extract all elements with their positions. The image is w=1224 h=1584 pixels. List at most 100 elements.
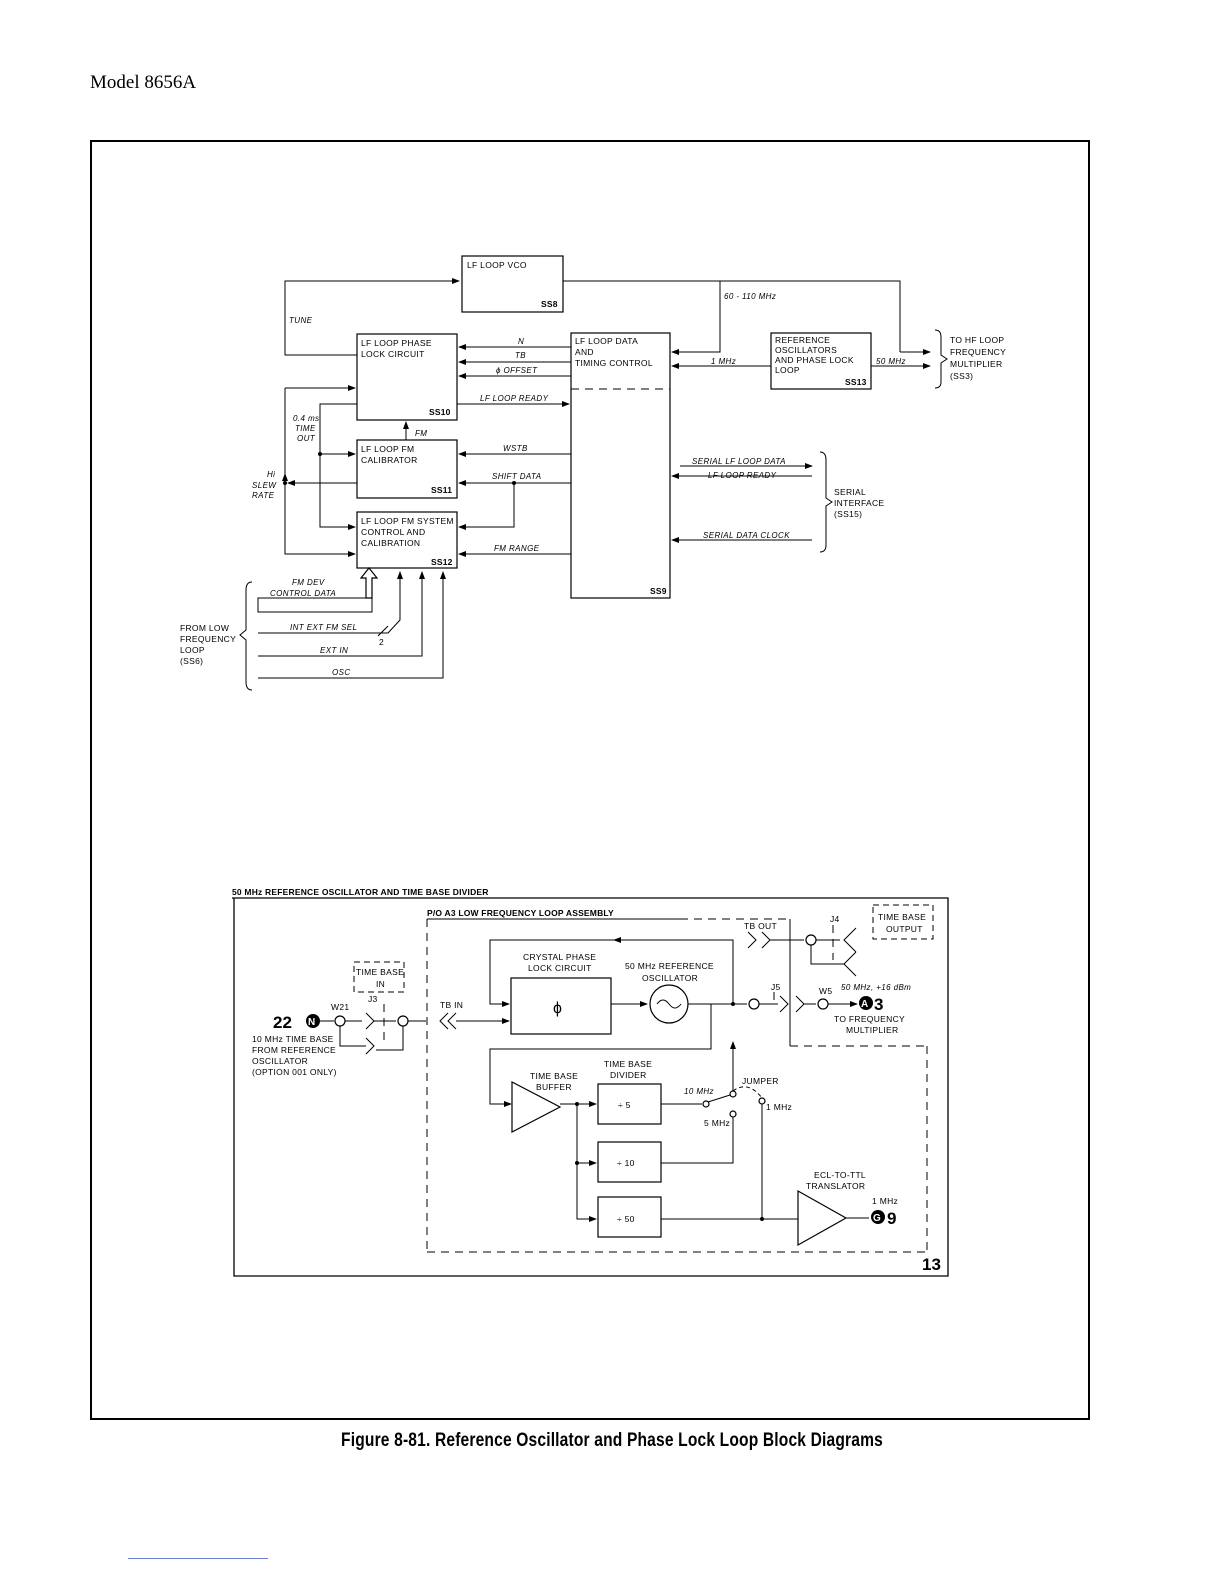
diagram-label: 60 - 110 MHz — [724, 292, 776, 301]
diagram-label: MULTIPLIER — [950, 359, 1002, 369]
diagram-label: 2 — [379, 637, 384, 647]
lf-loop-data-timing-block: LF LOOP DATA AND TIMING CONTROL SS9 — [570, 332, 671, 599]
diagram-label: TRANSLATOR — [806, 1181, 865, 1191]
diagram-label: OSCILLATORS — [775, 345, 837, 355]
diagram-label: FROM LOW — [180, 623, 229, 633]
diagram-label: OSCILLATOR — [642, 973, 698, 983]
diagram-label: 1 MHz — [872, 1196, 898, 1206]
diagram-label: 1 MHz — [711, 357, 736, 366]
diagram-label: (OPTION 001 ONLY) — [252, 1067, 337, 1077]
diagram-label: CONTROL AND — [361, 527, 425, 537]
diagram-label: FM RANGE — [494, 544, 540, 553]
diagram-label: SS13 — [845, 377, 867, 387]
diagram-label: LOOP — [180, 645, 205, 655]
diagram-label: FREQUENCY — [950, 347, 1006, 357]
diagram-label: TO FREQUENCY — [834, 1014, 905, 1024]
reference-oscillator-diagram: 50 MHz REFERENCE OSCILLATOR AND TIME BAS… — [232, 887, 949, 1277]
diagram-label: LF LOOP VCO — [467, 260, 527, 270]
diagram-label: EXT IN — [320, 646, 348, 655]
diagram-label: FM — [415, 429, 427, 438]
diagram-label: RATE — [252, 491, 275, 500]
diagram-label: N — [518, 337, 524, 346]
sheet-number: 13 — [922, 1255, 941, 1274]
diagram-label: INTERFACE — [834, 498, 884, 508]
marker-22: 22 — [273, 1013, 292, 1032]
diagram-label: SLEW — [252, 481, 277, 490]
diagram-label: LF LOOP READY — [480, 394, 549, 403]
diagram-label: TIME BASE — [530, 1071, 578, 1081]
lf-loop-vco-block: LF LOOP VCO SS8 — [461, 255, 564, 313]
diagram-label: SERIAL — [834, 487, 866, 497]
diagram-label: IN — [376, 979, 385, 989]
diagram-label: 9 — [887, 1209, 896, 1228]
diagram-label: SERIAL LF LOOP DATA — [692, 457, 786, 466]
diagram-label: TO HF LOOP — [950, 335, 1004, 345]
diagram-label: A — [861, 999, 868, 1010]
diagram-label: J5 — [771, 982, 781, 992]
footer-rule — [128, 1558, 268, 1559]
figure-frame — [90, 140, 1090, 1420]
reference-oscillators-block: REFERENCE OSCILLATORS AND PHASE LOCK LOO… — [770, 332, 872, 390]
diagram-label: 50 MHz REFERENCE OSCILLATOR AND TIME BAS… — [232, 887, 489, 897]
diagram-label: TIME BASE — [878, 912, 926, 922]
diagram-label: TIME BASE — [356, 967, 404, 977]
diagram-label: TB — [515, 351, 526, 360]
diagram-label: ÷ 50 — [617, 1214, 635, 1224]
diagram-label: CONTROL DATA — [270, 589, 336, 598]
diagram-label: BUFFER — [536, 1082, 572, 1092]
diagram-label: LF LOOP READY — [708, 471, 777, 480]
diagram-label: TIME — [295, 424, 316, 433]
diagram-label: LF LOOP FM — [361, 444, 414, 454]
diagram-label: TIME BASE — [604, 1059, 652, 1069]
diagram-label: 0.4 ms — [293, 414, 319, 423]
diagram-label: SS11 — [431, 485, 452, 495]
diagram-label: FM DEV — [292, 578, 325, 587]
diagram-label: OSCILLATOR — [252, 1056, 308, 1066]
lf-loop-phase-lock-block: LF LOOP PHASE LOCK CIRCUIT SS10 — [356, 333, 458, 421]
diagram-label: J4 — [830, 914, 840, 924]
diagram-label: LOCK CIRCUIT — [361, 349, 425, 359]
diagram-label: SHIFT DATA — [492, 472, 541, 481]
diagram-label: W5 — [819, 986, 832, 996]
diagram-label: MULTIPLIER — [846, 1025, 898, 1035]
diagram-label: LF LOOP DATA — [575, 336, 638, 346]
diagram-label: Hi — [267, 470, 275, 479]
diagram-label: ÷ 5 — [618, 1100, 631, 1110]
diagram-label: CALIBRATOR — [361, 455, 418, 465]
diagram-label: W21 — [331, 1002, 349, 1012]
diagram-label: DIVIDER — [610, 1070, 647, 1080]
diagram-label: (SS6) — [180, 656, 203, 666]
diagram-label: LF LOOP PHASE — [361, 338, 432, 348]
diagram-label: OUTPUT — [886, 924, 923, 934]
lf-loop-fm-calibrator-block: LF LOOP FM CALIBRATOR SS11 — [356, 439, 458, 499]
figure-caption: Figure 8-81. Reference Oscillator and Ph… — [341, 1430, 883, 1451]
diagram-label: FROM REFERENCE — [252, 1045, 336, 1055]
diagram-label: 50 MHz — [876, 357, 906, 366]
diagram-label: ϕ OFFSET — [496, 366, 538, 375]
diagram-label: TB IN — [440, 1000, 463, 1010]
diagram-label: TUNE — [289, 316, 313, 325]
diagram-label: 5 MHz — [704, 1118, 730, 1128]
diagram-label: OSC — [332, 668, 351, 677]
diagram-label: LF LOOP FM SYSTEM — [361, 516, 454, 526]
diagram-label: ÷ 10 — [617, 1158, 635, 1168]
diagram-label: 50 MHz REFERENCE — [625, 961, 714, 971]
diagram-label: 10 MHz TIME BASE — [252, 1034, 334, 1044]
diagram-label: 1 MHz — [766, 1102, 792, 1112]
lf-loop-diagram: LF LOOP VCO SS8 LF LOOP PHASE LOCK CIRCU… — [180, 255, 1006, 691]
diagram-label: 10 MHz — [684, 1087, 714, 1096]
diagram-label: AND — [575, 347, 594, 357]
diagram-label: (SS3) — [950, 371, 973, 381]
diagram-label: P/O A3 LOW FREQUENCY LOOP ASSEMBLY — [427, 908, 614, 918]
diagram-label: CALIBRATION — [361, 538, 420, 548]
diagram-label: WSTB — [503, 444, 528, 453]
diagram-label: TIMING CONTROL — [575, 358, 653, 368]
diagram-label: LOOP — [775, 365, 800, 375]
diagram-label: 3 — [874, 995, 883, 1014]
diagram-label: CRYSTAL PHASE — [523, 952, 596, 962]
diagram-label: JUMPER — [742, 1076, 779, 1086]
diagram-label: FREQUENCY — [180, 634, 236, 644]
diagram-label: ϕ — [553, 1000, 562, 1017]
diagram-label: J3 — [368, 994, 378, 1004]
